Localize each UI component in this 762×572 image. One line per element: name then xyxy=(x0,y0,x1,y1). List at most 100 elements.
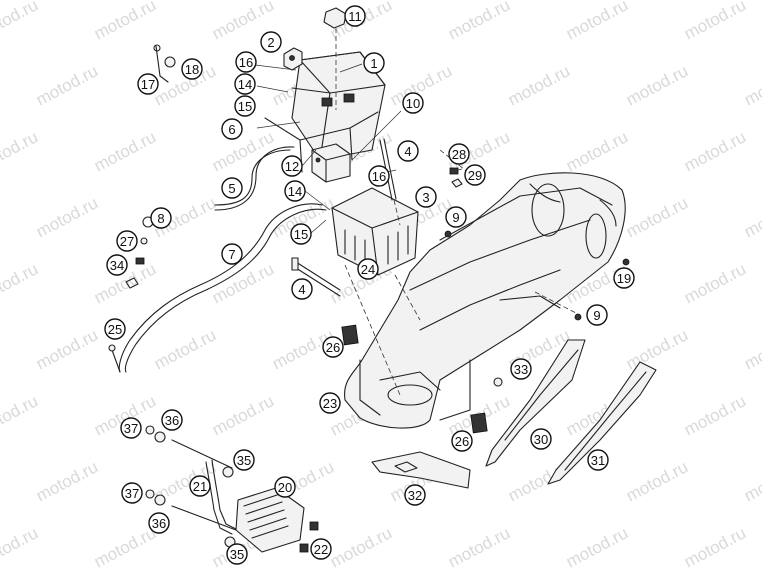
main-frame-part xyxy=(344,172,626,429)
pad-26-upper-part xyxy=(341,324,359,346)
callout-c22: 22 xyxy=(310,538,332,560)
callout-number: 23 xyxy=(323,396,337,411)
callout-c14a: 14 xyxy=(234,73,256,95)
watermark-text: motod.ru xyxy=(741,61,762,109)
callout-circle xyxy=(104,318,126,340)
callout-number: 15 xyxy=(294,227,308,242)
watermark-text: motod.ru xyxy=(623,457,691,505)
watermark-text: motod.ru xyxy=(681,391,749,439)
callout-circle xyxy=(234,73,256,95)
callout-number: 3 xyxy=(422,190,429,205)
callout-number: 29 xyxy=(468,168,482,183)
callout-circle xyxy=(530,428,552,450)
callout-number: 15 xyxy=(238,99,252,114)
watermark-text: motod.ru xyxy=(91,127,159,175)
callout-number: 4 xyxy=(298,282,305,297)
callout-c30: 30 xyxy=(530,428,552,450)
callout-circle xyxy=(404,484,426,506)
callout-number: 24 xyxy=(361,262,375,277)
watermark-text: motod.ru xyxy=(681,0,749,44)
callout-circle xyxy=(233,449,255,471)
callout-number: 21 xyxy=(193,479,207,494)
callout-circle xyxy=(234,95,256,117)
callout-circle xyxy=(310,538,332,560)
callout-number: 33 xyxy=(514,362,528,377)
callout-circle xyxy=(357,258,379,280)
watermark-text: motod.ru xyxy=(209,391,277,439)
rod-4-lower-part xyxy=(291,257,341,297)
callout-c23: 23 xyxy=(319,392,341,414)
callout-c21: 21 xyxy=(189,475,211,497)
callout-circle xyxy=(226,543,248,565)
watermark-text: motod.ru xyxy=(681,523,749,571)
callout-c20: 20 xyxy=(274,476,296,498)
callout-number: 1 xyxy=(370,56,377,71)
callout-circle xyxy=(235,51,257,73)
callout-circle xyxy=(587,449,609,471)
callout-c26b: 26 xyxy=(451,430,473,452)
callout-c12: 12 xyxy=(281,155,303,177)
watermark-text: motod.ru xyxy=(623,61,691,109)
callout-number: 4 xyxy=(404,144,411,159)
watermark-text: motod.ru xyxy=(0,259,41,307)
callout-circle xyxy=(402,92,424,114)
bracket-21-part xyxy=(171,439,239,535)
leader-lines xyxy=(254,63,463,234)
watermark-text: motod.ru xyxy=(505,61,573,109)
callout-number: 34 xyxy=(110,258,124,273)
callout-circle xyxy=(260,31,282,53)
callout-number: 12 xyxy=(285,159,299,174)
callout-circle xyxy=(290,223,312,245)
callout-c8: 8 xyxy=(150,207,172,229)
callout-circle xyxy=(120,417,142,439)
nut-19-part xyxy=(622,258,630,266)
callout-c17: 17 xyxy=(137,73,159,95)
callout-circle xyxy=(284,180,306,202)
callout-c5: 5 xyxy=(221,177,243,199)
callout-c3: 3 xyxy=(415,186,437,208)
callout-number: 8 xyxy=(157,211,164,226)
callout-number: 25 xyxy=(108,322,122,337)
regulator-20-part xyxy=(235,487,305,553)
callout-c31: 31 xyxy=(587,449,609,471)
callout-c4b: 4 xyxy=(291,278,313,300)
callout-circle xyxy=(368,165,390,187)
callout-number: 7 xyxy=(228,247,235,262)
callout-circle xyxy=(274,476,296,498)
callout-circle xyxy=(106,254,128,276)
callout-c37a: 37 xyxy=(120,417,142,439)
callout-circle xyxy=(586,304,608,326)
watermark-text: motod.ru xyxy=(33,325,101,373)
nut-9-lower-part xyxy=(574,313,582,321)
callout-c16b: 16 xyxy=(368,165,390,187)
nut-28-part xyxy=(449,167,459,175)
washer-27-part xyxy=(140,237,148,245)
callout-c28: 28 xyxy=(448,143,470,165)
battery-part xyxy=(291,51,386,161)
watermark-text: motod.ru xyxy=(33,61,101,109)
callout-number: 30 xyxy=(534,432,548,447)
callout-c1: 1 xyxy=(363,52,385,74)
callout-circle xyxy=(150,207,172,229)
watermark-text: motod.ru xyxy=(151,325,219,373)
callout-circle xyxy=(181,58,203,80)
callout-circle xyxy=(221,118,243,140)
callout-c6: 6 xyxy=(221,118,243,140)
callout-circle xyxy=(397,140,419,162)
watermark-text: motod.ru xyxy=(33,457,101,505)
callout-c32: 32 xyxy=(404,484,426,506)
callout-circle xyxy=(221,243,243,265)
callout-number: 17 xyxy=(141,77,155,92)
callout-c10: 10 xyxy=(402,92,424,114)
callout-circle xyxy=(148,512,170,534)
callout-c16a: 16 xyxy=(235,51,257,73)
callout-c26a: 26 xyxy=(322,336,344,358)
callout-number: 2 xyxy=(267,35,274,50)
callout-number: 37 xyxy=(125,486,139,501)
callout-number: 16 xyxy=(372,169,386,184)
callout-number: 18 xyxy=(185,62,199,77)
callout-circle xyxy=(363,52,385,74)
callout-number: 22 xyxy=(314,542,328,557)
